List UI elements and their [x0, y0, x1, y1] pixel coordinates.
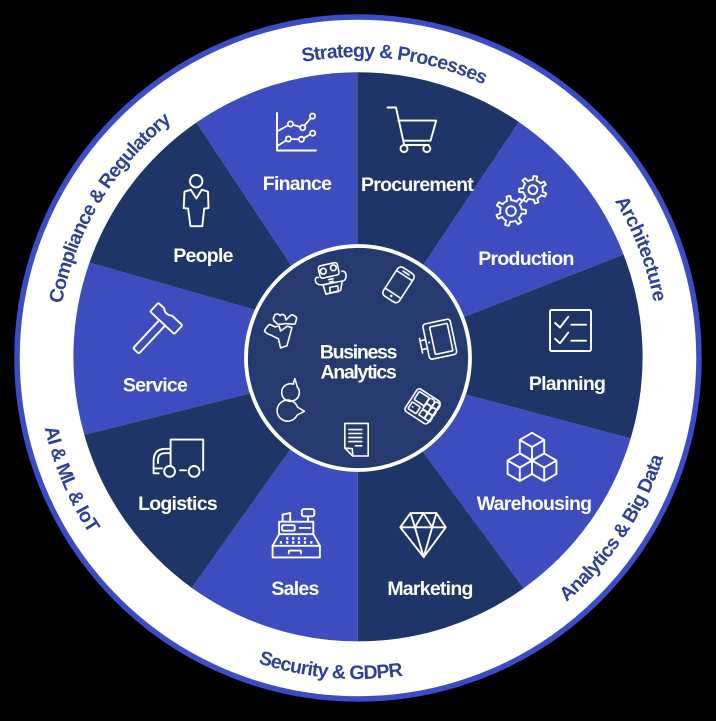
svg-text:Marketing: Marketing [387, 578, 472, 600]
svg-text:Business: Business [320, 341, 398, 363]
svg-text:People: People [173, 245, 233, 267]
svg-text:Warehousing: Warehousing [477, 493, 592, 515]
svg-text:Sales: Sales [271, 578, 319, 600]
svg-text:Planning: Planning [529, 373, 605, 395]
svg-text:Finance: Finance [263, 173, 332, 195]
svg-text:Production: Production [478, 248, 573, 270]
svg-text:Service: Service [123, 375, 188, 397]
svg-text:Analytics: Analytics [320, 362, 396, 384]
svg-text:Logistics: Logistics [138, 493, 218, 515]
svg-text:Procurement: Procurement [361, 174, 474, 196]
